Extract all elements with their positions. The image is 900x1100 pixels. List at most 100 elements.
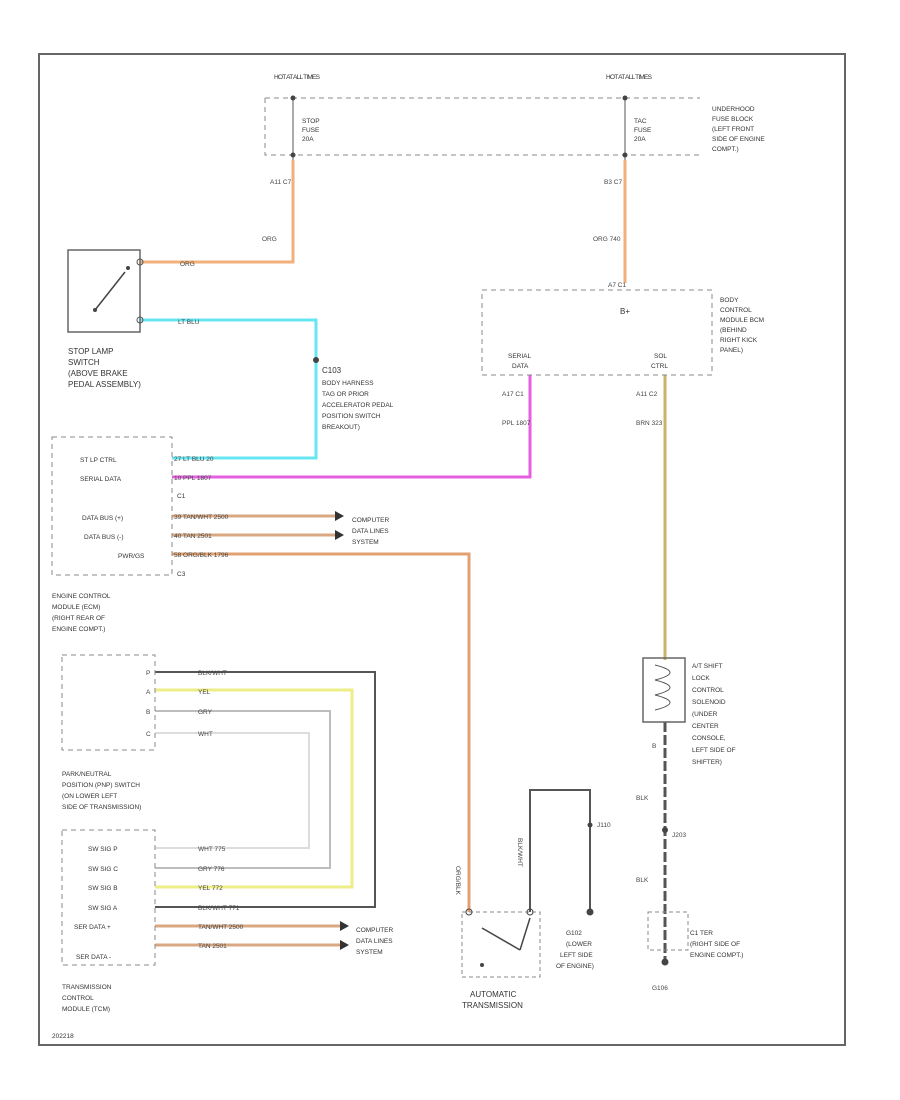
svg-text:SW SIG A: SW SIG A <box>88 905 118 912</box>
svg-text:DATA LINES: DATA LINES <box>352 528 389 535</box>
stop-feed-pins: A11 C7 <box>270 179 292 186</box>
svg-text:ENGINE COMPT.): ENGINE COMPT.) <box>690 952 743 959</box>
body-ground-id: G106 <box>652 985 668 992</box>
svg-text:COMPUTER: COMPUTER <box>352 517 390 524</box>
svg-text:C: C <box>146 731 151 738</box>
svg-text:PANEL): PANEL) <box>720 347 743 354</box>
shift-lock-pin: B <box>652 743 656 750</box>
stop-fuse-name: STOP <box>302 118 320 125</box>
svg-text:COMPUTER: COMPUTER <box>356 927 394 934</box>
bcm-location: BODY CONTROL MODULE BCM (BEHIND RIGHT KI… <box>720 297 764 354</box>
tac-feed-pins: B3 C7 <box>604 179 622 186</box>
stop-lamp-switch <box>67 249 144 333</box>
databus-2-arrow-icon <box>335 530 344 540</box>
splice-location: BODY HARNESS TAG OR PRIOR ACCELERATOR PE… <box>322 380 394 431</box>
ecm-pin-lt-blu: 27 LT BLU 20 <box>174 456 214 463</box>
tcm-pins: SW SIG P SW SIG C SW SIG B SW SIG A SER … <box>74 846 118 961</box>
svg-text:P: P <box>146 670 150 677</box>
svg-text:(UNDER: (UNDER <box>692 711 718 718</box>
stop-fuse-rating: 20A <box>302 136 314 143</box>
svg-text:LEFT SIDE OF: LEFT SIDE OF <box>692 747 736 754</box>
svg-text:BREAKOUT): BREAKOUT) <box>322 424 360 431</box>
svg-text:LEFT SIDE: LEFT SIDE <box>560 952 593 959</box>
svg-text:G102: G102 <box>566 930 582 937</box>
svg-text:SER DATA -: SER DATA - <box>76 954 111 961</box>
auto-trans-label-2: TRANSMISSION <box>462 1001 523 1010</box>
svg-text:ACCELERATOR PEDAL: ACCELERATOR PEDAL <box>322 402 394 409</box>
svg-text:BODY: BODY <box>720 297 739 304</box>
svg-text:ENGINE CONTROL: ENGINE CONTROL <box>52 593 111 600</box>
svg-text:SWITCH: SWITCH <box>68 358 100 367</box>
blk-label-1: BLK <box>636 795 649 802</box>
svg-text:ENGINE COMPT.): ENGINE COMPT.) <box>52 626 105 633</box>
computer-data-lines-2: COMPUTER DATA LINES SYSTEM <box>356 927 394 956</box>
svg-text:A/T SHIFT: A/T SHIFT <box>692 663 723 670</box>
fuse-block <box>264 95 700 160</box>
brn-wire-label: BRN 323 <box>636 420 663 427</box>
tac-feed-color: ORG 740 <box>593 236 621 243</box>
svg-text:MODULE (TCM): MODULE (TCM) <box>62 1006 110 1013</box>
svg-text:PARK/NEUTRAL: PARK/NEUTRAL <box>62 771 112 778</box>
switch-org-label: ORG <box>180 261 195 268</box>
ecm-pwr-label: 58 ORG/BLK 1796 <box>174 552 229 559</box>
svg-text:ST LP CTRL: ST LP CTRL <box>80 457 117 464</box>
svg-text:MODULE BCM: MODULE BCM <box>720 317 764 324</box>
pnp-switch-box <box>61 654 156 751</box>
svg-text:TRANSMISSION: TRANSMISSION <box>62 984 112 991</box>
svg-text:SYSTEM: SYSTEM <box>356 949 383 956</box>
tcm-data-1-arrow-icon <box>340 921 349 931</box>
tcm-wire-2-label: GRY 776 <box>198 866 225 873</box>
wire-pwr-gs <box>172 552 471 912</box>
svg-text:SW SIG B: SW SIG B <box>88 885 118 892</box>
bcm-sol-label-1: SOL <box>654 353 667 360</box>
svg-text:CONTROL: CONTROL <box>720 307 752 314</box>
wire-serial-data <box>172 375 532 479</box>
svg-text:POSITION SWITCH: POSITION SWITCH <box>322 413 381 420</box>
bcm-power-label: B+ <box>620 307 630 316</box>
svg-text:SYSTEM: SYSTEM <box>352 539 379 546</box>
diagram-id: 202218 <box>52 1033 74 1040</box>
bcm-box <box>481 289 713 376</box>
shift-lock-solenoid <box>642 657 686 723</box>
svg-text:RIGHT KICK: RIGHT KICK <box>720 337 758 344</box>
svg-text:DATA BUS (+): DATA BUS (+) <box>82 515 123 522</box>
ecm-databus-1-label: 39 TAN/WHT 2500 <box>174 514 229 521</box>
svg-text:SOLENOID: SOLENOID <box>692 699 726 706</box>
tac-fuse-label: FUSE <box>634 127 652 134</box>
bcm-serial-pins: A17 C1 <box>502 391 524 398</box>
svg-text:B: B <box>146 709 150 716</box>
shift-lock-location: A/T SHIFT LOCK CONTROL SOLENOID (UNDER C… <box>692 663 736 766</box>
automatic-transmission-switch <box>461 908 541 978</box>
auto-trans-label-1: AUTOMATIC <box>470 990 517 999</box>
wire-stop-feed <box>140 160 295 264</box>
svg-text:PEDAL ASSEMBLY): PEDAL ASSEMBLY) <box>68 380 141 389</box>
wire-pnp-yel <box>155 688 354 889</box>
svg-text:(ABOVE BRAKE: (ABOVE BRAKE <box>68 369 128 378</box>
tcm-wire-4-label: BLK/WHT 771 <box>198 905 240 912</box>
svg-text:BODY HARNESS: BODY HARNESS <box>322 380 374 387</box>
ecm-pin-ppl: 10 PPL 1807 <box>174 475 212 482</box>
bcm-sol-label-2: CTRL <box>651 363 668 370</box>
bcm-serial-label-2: DATA <box>512 363 529 370</box>
svg-text:FUSE BLOCK: FUSE BLOCK <box>712 116 754 123</box>
databus-1-arrow-icon <box>335 511 344 521</box>
wire-pnp-gry <box>155 710 331 869</box>
wire-pnp-wht <box>155 732 310 849</box>
svg-text:SIDE OF ENGINE: SIDE OF ENGINE <box>712 136 765 143</box>
tcm-wire-6-label: TAN 2501 <box>198 943 227 950</box>
svg-text:A: A <box>146 689 151 696</box>
body-ground-location: C1 TER (RIGHT SIDE OF ENGINE COMPT.) <box>690 930 743 959</box>
pnp-wire-1-label: BLK/WHT <box>198 670 227 677</box>
engine-ground-location: G102 (LOWER LEFT SIDE OF ENGINE) <box>556 930 594 970</box>
wire-trans-ground <box>529 789 591 912</box>
tcm-location: TRANSMISSION CONTROL MODULE (TCM) <box>62 984 112 1013</box>
fuse-block-location: UNDERHOOD FUSE BLOCK (LEFT FRONT SIDE OF… <box>712 106 765 153</box>
svg-text:SW SIG C: SW SIG C <box>88 866 118 873</box>
svg-text:(BEHIND: (BEHIND <box>720 327 747 334</box>
svg-text:CONSOLE,: CONSOLE, <box>692 735 726 742</box>
svg-text:SW SIG P: SW SIG P <box>88 846 118 853</box>
svg-text:C1 TER: C1 TER <box>690 930 713 937</box>
svg-text:UNDERHOOD: UNDERHOOD <box>712 106 755 113</box>
tcm-wire-3-label: YEL 772 <box>198 885 223 892</box>
svg-text:(RIGHT REAR OF: (RIGHT REAR OF <box>52 615 105 622</box>
